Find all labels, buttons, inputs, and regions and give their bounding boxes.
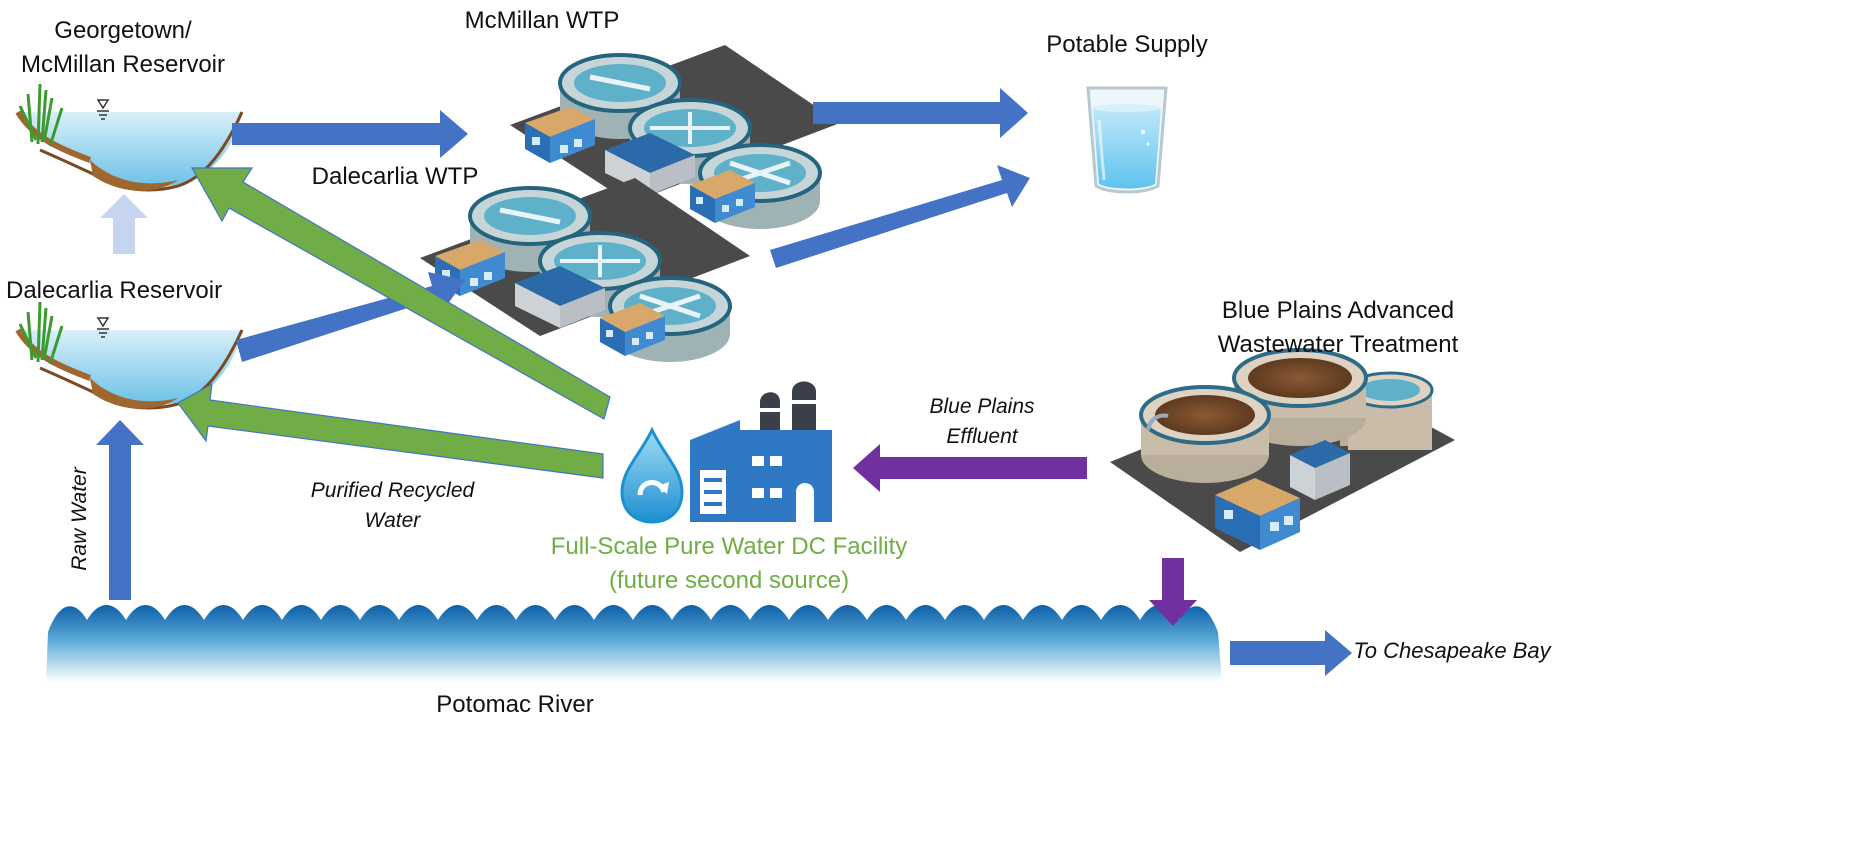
arrow-to-chesapeake [1230, 630, 1352, 676]
effluent-label-line2: Effluent [946, 425, 1018, 448]
dalecarlia-reservoir-label: Dalecarlia Reservoir [6, 277, 223, 304]
arrow-reservoir-to-mcmillan [232, 110, 468, 158]
purified-recycled-water-label: Purified Recycled Water [300, 476, 485, 536]
arrow-effluent-to-facility [853, 444, 1087, 492]
blue-plains-label-line2: Wastewater Treatment [1217, 331, 1459, 358]
flow-arrows-green [177, 167, 611, 479]
effluent-label-line1: Blue Plains [929, 395, 1035, 418]
blue-plains-effluent-label: Blue Plains Effluent [912, 392, 1052, 452]
georgetown-label-line1: Georgetown/ [54, 17, 192, 44]
water-drop-factory-icon [620, 381, 832, 524]
river-waves-icon [46, 605, 1222, 682]
raw-water-label: Raw Water [68, 467, 91, 571]
arrow-dalecarlia-to-potable [770, 165, 1030, 268]
to-chesapeake-bay-label: To Chesapeake Bay [1353, 638, 1551, 663]
arrow-mcmillan-to-potable [813, 88, 1028, 138]
purified-label-line2: Water [364, 509, 421, 532]
wastewater-plant-icon [1110, 348, 1455, 552]
dalecarlia-wtp-label: Dalecarlia WTP [311, 163, 479, 190]
water-glass-icon [1086, 86, 1168, 194]
georgetown-reservoir-label: Georgetown/ McMillan Reservoir [18, 14, 228, 82]
arrow-dalecarlia-to-georgetown [100, 194, 148, 254]
purified-label-line1: Purified Recycled [310, 479, 475, 502]
blue-plains-label-line1: Blue Plains Advanced [1221, 297, 1455, 324]
blue-plains-label: Blue Plains Advanced Wastewater Treatmen… [1206, 294, 1470, 362]
potable-supply-label: Potable Supply [1046, 31, 1208, 58]
mcmillan-wtp-label: McMillan WTP [464, 7, 620, 34]
arrow-purified-to-dalecarlia [177, 382, 604, 479]
arrow-raw-water [96, 420, 144, 600]
georgetown-label-line2: McMillan Reservoir [20, 51, 226, 78]
flow-arrows-purple [853, 444, 1197, 626]
potomac-river-label: Potomac River [436, 691, 594, 718]
arrow-purified-to-georgetown [190, 167, 611, 420]
arrow-blue-plains-to-river [1149, 558, 1197, 626]
pure-water-label-line1: Full-Scale Pure Water DC Facility [550, 533, 908, 560]
pure-water-facility-label: Full-Scale Pure Water DC Facility (futur… [545, 530, 913, 598]
pure-water-label-line2: (future second source) [608, 567, 850, 594]
